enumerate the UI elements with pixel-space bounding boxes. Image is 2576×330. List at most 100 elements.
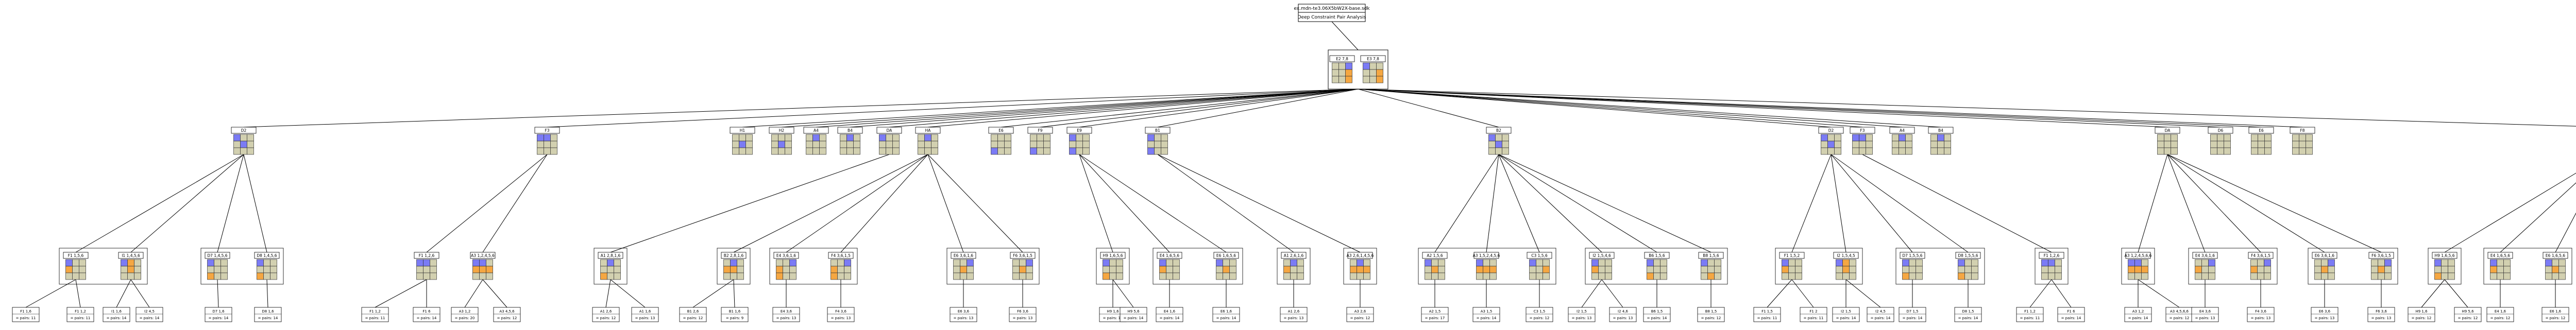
edge bbox=[1358, 89, 1903, 128]
grid-cell bbox=[221, 259, 228, 267]
grid-cell bbox=[1345, 69, 1352, 77]
edge bbox=[781, 89, 1359, 128]
grid-cell bbox=[730, 259, 737, 267]
leaf-pairs: = pairs: 14 bbox=[1160, 316, 1180, 320]
node-header bbox=[2192, 252, 2218, 259]
grid-cell bbox=[1332, 69, 1339, 77]
node-header bbox=[837, 127, 863, 134]
grid-cell bbox=[1297, 266, 1304, 273]
edge bbox=[1845, 279, 1881, 308]
edge bbox=[927, 154, 964, 253]
grid-cell bbox=[1653, 272, 1660, 280]
edge bbox=[25, 279, 76, 308]
grid-cell bbox=[739, 141, 746, 148]
leaf-pairs: = pairs: 14 bbox=[1871, 316, 1891, 320]
grid-cell bbox=[1795, 272, 1802, 280]
edge bbox=[1601, 279, 1623, 308]
grid-cell bbox=[1495, 134, 1502, 142]
cluster-frame bbox=[769, 248, 858, 285]
grid-cell bbox=[840, 147, 847, 155]
grid-cell bbox=[840, 141, 847, 148]
leaf-box bbox=[1212, 307, 1240, 322]
grid-cell bbox=[1714, 272, 1721, 280]
grid-cell bbox=[2258, 147, 2265, 155]
node-header bbox=[828, 252, 854, 259]
grid-cell bbox=[1701, 266, 1708, 273]
grid-cell bbox=[2141, 272, 2148, 280]
grid-cell bbox=[607, 272, 614, 280]
grid-cell bbox=[1043, 141, 1050, 148]
leaf-label: F1 1,2 bbox=[2024, 309, 2036, 314]
grid-cell bbox=[1488, 147, 1496, 155]
node-header bbox=[988, 127, 1014, 134]
grid-cell bbox=[2048, 259, 2055, 267]
grid-cell bbox=[1012, 272, 1020, 280]
grid-cell bbox=[1216, 259, 1223, 267]
grid-cell bbox=[1489, 259, 1497, 267]
leaf-label: A3 1,2 bbox=[2132, 309, 2144, 314]
grid-cell bbox=[2371, 266, 2378, 273]
edge bbox=[1079, 89, 1359, 128]
grid-cell bbox=[776, 259, 783, 267]
node-label: F1 1,5,2 bbox=[1784, 253, 1800, 258]
level3-node: H9 1,6,5,6 bbox=[1100, 252, 1126, 280]
group-frames bbox=[59, 49, 2572, 285]
edge bbox=[1358, 89, 2262, 128]
grid-cell bbox=[2055, 272, 2062, 280]
edge bbox=[482, 154, 548, 253]
grid-cell bbox=[1866, 147, 1873, 155]
grid-cell bbox=[550, 147, 557, 155]
grid-cell bbox=[600, 266, 607, 273]
edge bbox=[840, 154, 928, 253]
grid-cell bbox=[1363, 266, 1370, 273]
grid-cell bbox=[1605, 272, 1612, 280]
node-header bbox=[951, 252, 976, 259]
grid-cell bbox=[416, 266, 423, 273]
grid-cell bbox=[1488, 141, 1496, 148]
node-header bbox=[1473, 252, 1499, 259]
grid-cell bbox=[257, 272, 264, 280]
node-header bbox=[231, 127, 257, 134]
level2-node: DA bbox=[876, 127, 902, 155]
grid-cell bbox=[730, 272, 737, 280]
grid-cell bbox=[1290, 259, 1297, 267]
level3-node: A1 2,8,1,6 bbox=[598, 252, 623, 280]
grid-cell bbox=[486, 272, 493, 280]
grid-cell bbox=[2545, 259, 2552, 267]
leaf-label: F1 1,6 bbox=[20, 309, 31, 314]
grid-cell bbox=[831, 266, 838, 273]
level3-node: B8 1,5,6 bbox=[1698, 252, 1724, 280]
grid-cell bbox=[207, 259, 214, 267]
node-label: H1 bbox=[740, 128, 745, 133]
grid-cell bbox=[600, 272, 607, 280]
node-label: B1 bbox=[1155, 128, 1160, 133]
edge bbox=[426, 154, 548, 253]
leaf-pairs: = pairs: 14 bbox=[209, 316, 229, 320]
leaf-node: E4 3,6= pairs: 13 bbox=[2191, 307, 2219, 322]
leaf-box bbox=[721, 307, 749, 322]
grid-cell bbox=[812, 134, 820, 142]
grid-cell bbox=[837, 266, 844, 273]
grid-cell bbox=[1892, 147, 1899, 155]
cluster-frame bbox=[1895, 248, 1985, 285]
leaf-pairs: = pairs: 11 bbox=[2020, 316, 2040, 320]
grid-cell bbox=[2171, 147, 2178, 155]
grid-cell bbox=[844, 272, 851, 280]
edge bbox=[605, 279, 611, 308]
node-header bbox=[1644, 252, 1670, 259]
leaf-node: F1 6= pairs: 14 bbox=[413, 307, 440, 322]
grid-cell bbox=[2195, 272, 2202, 280]
leaf-label: F1 6 bbox=[422, 309, 431, 314]
node-label: D8 1,4,5,6 bbox=[257, 253, 277, 258]
leaf-node: D7 1,6= pairs: 14 bbox=[205, 307, 232, 322]
grid-cell bbox=[247, 147, 254, 155]
leaf-label: B1 1,6 bbox=[729, 309, 741, 314]
grid-cell bbox=[270, 266, 277, 273]
node-label: E6 bbox=[2259, 128, 2264, 133]
level3-node: B6 1,5,6 bbox=[1644, 252, 1670, 280]
cluster-frame bbox=[1096, 248, 1130, 285]
node-label: A4 bbox=[814, 128, 819, 133]
grid-cell bbox=[1476, 259, 1483, 267]
grid-cell bbox=[544, 134, 551, 142]
node-label: C3 1,5,6 bbox=[1531, 253, 1548, 258]
